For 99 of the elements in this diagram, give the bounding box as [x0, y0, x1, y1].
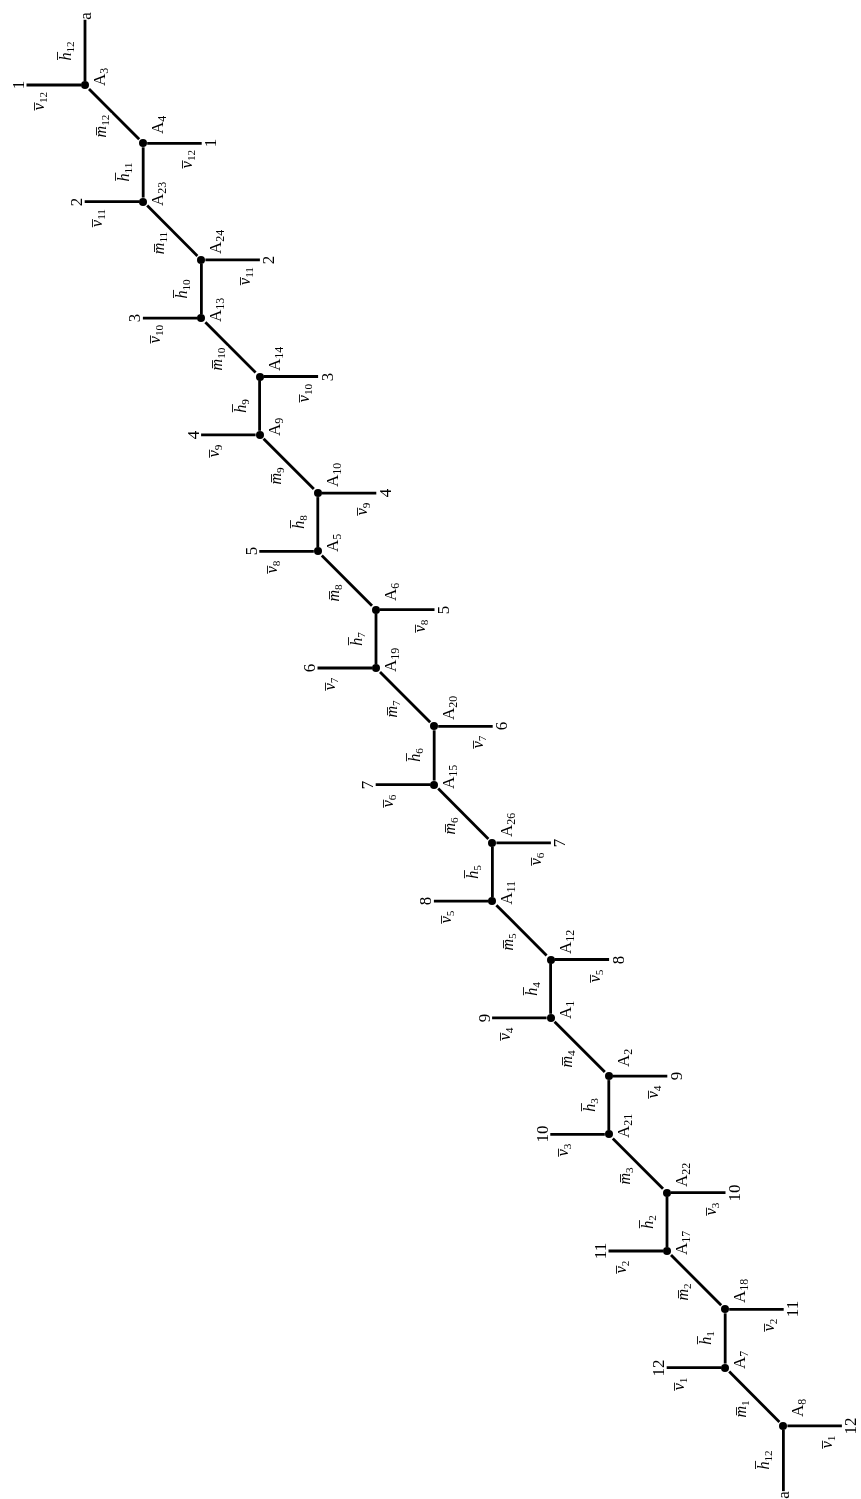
graph-edge: [437, 787, 490, 840]
end-label: 8: [609, 955, 627, 964]
graph-edge: [723, 1313, 727, 1364]
vertex-dot: [197, 255, 206, 264]
vertex-dot: [488, 838, 497, 847]
vertex-dot: [721, 1363, 730, 1372]
graph-edge: [728, 1370, 781, 1423]
graph-edge: [550, 1133, 605, 1136]
graph-edge: [205, 258, 260, 262]
end-label: 9: [475, 1013, 493, 1023]
graph-edge: [147, 141, 202, 145]
vertex-dot: [139, 139, 148, 148]
graph-edge: [729, 1307, 784, 1311]
graph-edge: [317, 666, 372, 670]
graph-edge: [432, 730, 436, 781]
graph-edge: [612, 1074, 668, 1078]
end-label: a: [774, 1491, 792, 1499]
graph-edge: [26, 83, 81, 87]
vertex-dot: [255, 430, 264, 439]
vertex-dot: [139, 197, 148, 206]
end-label: 2: [67, 197, 85, 206]
end-label: 12: [649, 1359, 667, 1377]
graph-edge: [200, 263, 203, 315]
end-label: 12: [841, 1417, 859, 1435]
vertex-dot: [197, 314, 206, 323]
end-label: 4: [184, 430, 202, 440]
graph-edge: [84, 200, 140, 203]
end-label: 7: [550, 838, 568, 848]
graph-edge: [263, 375, 319, 378]
vertex-dot: [313, 547, 322, 556]
vertex-dot: [430, 780, 439, 789]
graph-edge: [316, 497, 320, 548]
graph-edge: [607, 1080, 611, 1131]
end-label: 6: [492, 722, 510, 731]
end-label: 10: [725, 1184, 743, 1202]
graph-edge: [146, 204, 199, 257]
graph-edge: [492, 1016, 547, 1020]
graph-edge: [374, 613, 378, 664]
graph-edge: [258, 380, 261, 431]
vertex-dot: [372, 664, 380, 672]
vertex-dot: [779, 1421, 788, 1430]
end-label: 4: [376, 488, 394, 498]
vertex-dot: [663, 1247, 671, 1255]
vertex-dot: [81, 81, 89, 89]
graph-edge: [375, 783, 431, 786]
end-label: 7: [358, 780, 376, 789]
graph-edge: [204, 321, 257, 374]
vertex-dot: [546, 1013, 555, 1022]
end-label: 5: [242, 547, 260, 556]
end-label: 10: [533, 1125, 551, 1143]
graph-edge: [142, 316, 198, 320]
graph-edge: [495, 904, 548, 957]
graph-edge: [782, 1429, 785, 1492]
end-label: 6: [300, 663, 318, 673]
graph-edge: [201, 433, 256, 437]
graph-edge: [259, 550, 314, 553]
vertex-dot: [721, 1305, 730, 1314]
graph-edge: [553, 1020, 606, 1074]
vertex-dot: [604, 1130, 613, 1139]
end-label: 5: [434, 605, 452, 614]
graph-edge: [496, 841, 551, 845]
graph-edge: [433, 899, 489, 903]
end-label: 1: [201, 139, 219, 148]
vertex-dot: [255, 372, 264, 381]
graph-edge: [88, 88, 141, 141]
vertex-dot: [372, 605, 380, 614]
end-label: 1: [9, 80, 27, 90]
vertex-dot: [604, 1072, 613, 1081]
vertex-dot: [313, 489, 322, 498]
graph-edge: [554, 958, 610, 961]
graph-edge: [608, 1249, 663, 1253]
graph-edge: [320, 554, 373, 607]
vertex-dot: [663, 1188, 671, 1197]
graph-edge: [141, 147, 145, 198]
graph-edge: [321, 491, 377, 495]
end-label: 2: [259, 255, 277, 265]
graph-edge: [666, 1366, 722, 1369]
graph-edge: [665, 1196, 669, 1247]
end-label: 11: [591, 1242, 609, 1260]
end-label: 9: [667, 1071, 685, 1081]
graph-edge: [611, 1137, 664, 1190]
end-label: 8: [416, 896, 434, 906]
end-label: 11: [783, 1301, 801, 1318]
graph-edge: [671, 1191, 726, 1195]
end-label: 3: [318, 372, 336, 381]
end-label: a: [76, 12, 94, 20]
graph-edge: [379, 671, 432, 724]
end-label: 3: [125, 313, 143, 323]
graph-edge: [83, 19, 87, 81]
vertex-dot: [546, 955, 555, 964]
graph-edge: [549, 963, 552, 1014]
graph-edge: [262, 437, 315, 491]
vertex-dot: [488, 897, 497, 906]
vertex-dot: [430, 722, 439, 731]
graph-edge: [491, 846, 494, 898]
graph-edge: [438, 724, 493, 728]
graph-edge: [380, 608, 435, 612]
graph-edge: [670, 1254, 723, 1307]
graph-edge: [787, 1424, 842, 1428]
